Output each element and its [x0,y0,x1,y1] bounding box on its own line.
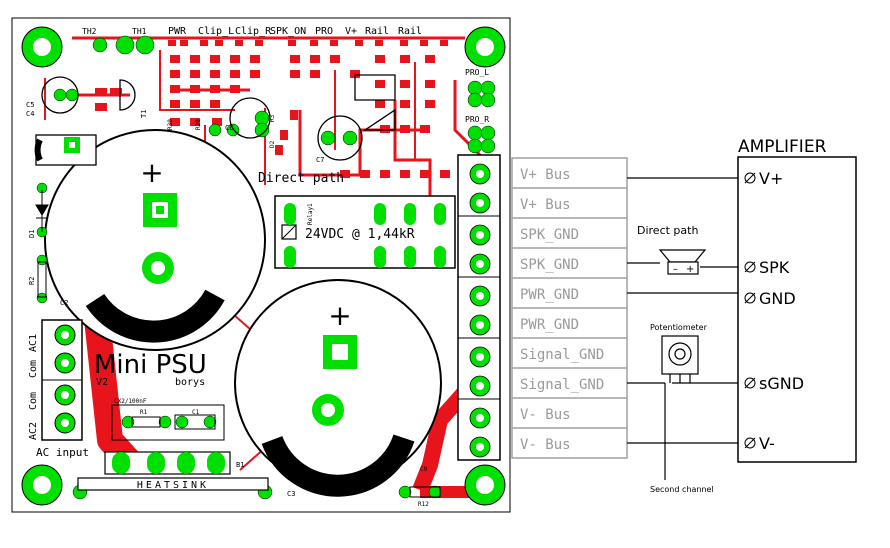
wiring [627,177,740,480]
ac-pin-label: Com [28,392,39,410]
main-capacitor-1: + [44,129,266,351]
amplifier-terminals: V+ SPK GND sGND V- [744,169,804,453]
pin-label: V- Bus [520,437,571,453]
label-pro: PRO [315,26,333,37]
pot-label: Potentiometer [650,323,708,332]
potentiometer-icon [661,335,699,383]
output-terminal-pads [469,163,491,458]
amplifier-title: AMPLIFIER [738,137,827,157]
terminal-gnd: GND [759,289,796,308]
part-r12: R12 [418,501,429,508]
r1-c1 [111,404,225,441]
rectifier-b1 [104,451,231,475]
connector-pin-table: V+ Bus V+ Bus SPK_GND SPK_GND PWR_GND PW… [511,157,628,459]
part-r2: R2 [28,277,36,285]
part-c9: C9 [420,466,428,473]
pin-label: PWR_GND [520,317,579,333]
svg-text:–: – [673,264,678,275]
part-c1: C1 [192,409,200,416]
speaker-label: Direct path [637,224,698,237]
smd-pad-field [95,40,450,178]
svg-text:+: + [328,299,351,332]
label-clip-r: Clip_R [235,26,272,37]
terminal-sgnd: sGND [759,374,804,393]
part-c2: C2 [60,299,68,307]
main-capacitor-2: + [234,279,442,497]
tht-pads [36,35,496,500]
part-cx2: CX2/100nF [114,398,147,405]
board-title: Mini PSU [94,350,207,380]
part-designators: C5 C4 T1 C6 C7 D1 R2 C2 C3 B1 R1 C1 CX2/… [26,101,429,508]
pin-label: Signal_GND [520,377,604,393]
part-r29: R29 [195,119,202,130]
part-d1: D1 [28,230,36,238]
part-r3: R3 [269,114,276,122]
terminal-vminus: V- [759,434,775,453]
ac-pin-label: AC2 [28,422,39,440]
relay-label: Relay1 [307,203,314,225]
heatsink-label: HEATSINK [137,480,209,491]
label-pwr: PWR [168,26,187,37]
label-clip-l: Clip_L [198,26,234,37]
board-author: borys [175,377,205,388]
board-version: V2 [96,377,108,388]
label-vplus: V+ [345,26,357,37]
part-b1: B1 [236,461,244,469]
label-pro-l: PRO_L [465,68,489,77]
relay [274,195,456,269]
pin-label: SPK_GND [520,257,579,273]
speaker-icon [658,249,707,275]
part-c4: C4 [26,110,34,118]
label-direct-path: Direct path [258,171,344,186]
board-outline [11,17,511,513]
board-top-labels: TH2 TH1 PWR Clip_L Clip_R SPK_ON PRO V+ … [82,26,422,37]
part-c6: C6 [225,124,233,132]
label-pro-r: PRO_R [465,115,489,124]
part-t1: T1 [140,110,148,118]
part-c3: C3 [287,490,295,498]
svg-text:+: + [686,264,694,275]
terminal-vplus: V+ [759,169,783,188]
label-ac-input: AC input [36,446,89,459]
heatsink-outline [77,477,269,491]
pin-label: PWR_GND [520,287,579,303]
amplifier-box: AMPLIFIER [737,137,857,463]
svg-text:+: + [140,156,163,189]
pin-label: V- Bus [520,407,571,423]
terminal-spk: SPK [759,258,790,277]
pin-label: V+ Bus [520,167,571,183]
ac-pin-label: AC1 [28,334,39,352]
part-r30: R30 [167,119,174,130]
label-rail-1: Rail [365,26,389,37]
mounting-holes [21,26,506,506]
pin-label: V+ Bus [520,197,571,213]
ac-pin-label: Com [28,360,39,378]
second-channel-label: Second channel [650,485,714,494]
label-th2: TH2 [82,27,97,36]
relay-rating: 24VDC @ 1,44kR [305,227,415,242]
part-c5: C5 [26,101,34,109]
ac-input-terminal [41,319,83,441]
c9-r12 [409,486,441,498]
label-th1: TH1 [132,27,147,36]
part-d2: D2 [269,140,276,148]
ac-pin-labels: AC1 Com Com AC2 [28,334,39,440]
label-spk-on: SPK_ON [270,26,306,37]
part-r1: R1 [140,409,148,416]
pin-label: Signal_GND [520,347,604,363]
pin-label: SPK_GND [520,227,579,243]
part-c7: C7 [316,156,324,164]
d1-r2 [35,190,49,298]
label-rail-2: Rail [398,26,422,37]
